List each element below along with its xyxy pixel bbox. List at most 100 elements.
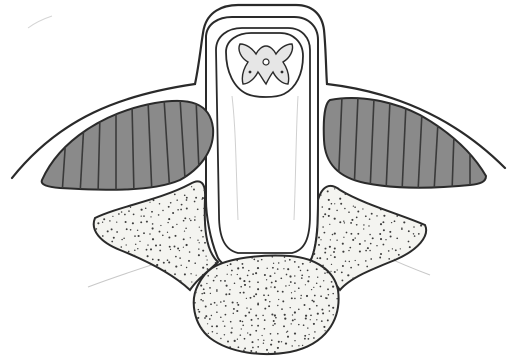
- bone-stipple-dot: [317, 313, 319, 315]
- bone-stipple-dot: [138, 235, 140, 237]
- bone-stipple-dot: [239, 320, 241, 322]
- bone-stipple-dot: [257, 288, 259, 290]
- spinal-cord: [226, 33, 303, 97]
- bone-stipple-dot: [215, 262, 217, 264]
- bone-stipple-dot: [334, 188, 335, 189]
- bone-stipple-dot: [357, 233, 359, 235]
- bone-stipple-dot: [190, 340, 192, 342]
- bone-stipple-dot: [116, 221, 117, 222]
- bone-stipple-dot: [160, 225, 161, 226]
- bone-stipple-dot: [112, 265, 114, 267]
- bone-stipple-dot: [118, 213, 120, 215]
- bone-stipple-dot: [317, 349, 319, 351]
- bone-stipple-dot: [121, 246, 123, 248]
- bone-stipple-dot: [274, 286, 276, 288]
- bone-stipple-dot: [324, 213, 326, 215]
- bone-stipple-dot: [418, 272, 420, 274]
- bone-stipple-dot: [413, 233, 414, 234]
- bone-stipple-dot: [284, 256, 285, 257]
- bone-stipple-dot: [253, 259, 255, 261]
- bone-stipple-dot: [243, 280, 245, 282]
- bone-stipple-dot: [103, 218, 105, 220]
- bone-stipple-dot: [146, 221, 148, 223]
- bone-stipple-dot: [426, 255, 428, 257]
- left-paraspinal-muscle: [42, 98, 213, 195]
- bone-stipple-dot: [175, 256, 177, 258]
- bone-stipple-dot: [210, 303, 212, 305]
- bone-stipple-dot: [395, 249, 397, 251]
- bone-stipple-dot: [359, 243, 361, 245]
- bone-stipple-dot: [350, 267, 352, 269]
- bone-stipple-dot: [203, 358, 204, 359]
- bone-stipple-dot: [356, 224, 358, 226]
- bone-stipple-dot: [326, 258, 328, 260]
- bone-stipple-dot: [255, 351, 257, 353]
- bone-stipple-dot: [283, 268, 284, 269]
- bone-stipple-dot: [369, 234, 371, 236]
- bone-stipple-dot: [209, 287, 211, 289]
- bone-stipple-dot: [383, 229, 385, 231]
- bone-stipple-dot: [257, 267, 259, 269]
- bone-stipple-dot: [230, 332, 232, 334]
- bone-stipple-dot: [201, 293, 203, 295]
- bone-stipple-dot: [388, 258, 390, 260]
- bone-stipple-dot: [109, 192, 110, 193]
- bone-stipple-dot: [152, 259, 154, 261]
- bone-stipple-dot: [389, 231, 391, 233]
- bone-stipple-dot: [363, 228, 364, 229]
- bone-stipple-dot: [229, 289, 230, 290]
- bone-stipple-dot: [197, 359, 199, 361]
- bone-stipple-dot: [248, 312, 250, 314]
- bone-stipple-dot: [233, 308, 235, 310]
- bone-stipple-dot: [369, 218, 371, 220]
- bone-stipple-dot: [344, 208, 346, 210]
- bone-stipple-dot: [107, 230, 109, 232]
- bone-stipple-dot: [143, 232, 145, 234]
- bone-stipple-dot: [170, 249, 171, 250]
- bone-stipple-dot: [314, 295, 316, 297]
- bone-stipple-dot: [195, 349, 197, 351]
- bone-stipple-dot: [269, 275, 271, 277]
- bone-stipple-dot: [425, 277, 427, 279]
- bone-stipple-dot: [186, 197, 188, 199]
- bone-stipple-dot: [382, 221, 384, 223]
- bone-stipple-dot: [194, 201, 196, 203]
- bone-stipple-dot: [232, 359, 234, 361]
- bone-stipple-dot: [417, 296, 418, 297]
- bone-stipple-dot: [220, 338, 221, 339]
- bone-stipple-dot: [233, 313, 234, 314]
- bone-stipple-dot: [207, 268, 209, 270]
- bone-stipple-dot: [348, 211, 350, 213]
- bone-stipple-dot: [102, 235, 104, 237]
- bone-stipple-dot: [316, 355, 318, 357]
- bone-stipple-dot: [341, 279, 343, 281]
- bone-stipple-dot: [349, 247, 351, 249]
- bone-stipple-dot: [339, 221, 341, 223]
- bone-stipple-dot: [88, 277, 89, 278]
- bone-stipple-dot: [204, 317, 206, 319]
- bone-stipple-dot: [332, 343, 334, 345]
- bone-stipple-dot: [327, 319, 329, 321]
- bone-stipple-dot: [300, 295, 301, 296]
- bone-stipple-dot: [90, 192, 91, 193]
- bone-stipple-dot: [117, 263, 119, 265]
- bone-stipple-dot: [415, 289, 417, 291]
- bone-stipple-dot: [90, 250, 92, 252]
- bone-stipple-dot: [250, 297, 252, 299]
- bone-stipple-dot: [415, 266, 417, 268]
- bone-stipple-dot: [275, 280, 277, 282]
- bone-stipple-dot: [99, 254, 101, 256]
- bone-stipple-dot: [428, 198, 430, 200]
- bone-stipple-dot: [145, 207, 147, 209]
- bone-stipple-dot: [406, 292, 407, 293]
- bone-stipple-dot: [414, 235, 416, 237]
- bone-stipple-dot: [194, 216, 195, 217]
- bone-stipple-dot: [268, 305, 270, 307]
- bone-stipple-dot: [206, 283, 207, 284]
- bone-stipple-dot: [179, 257, 181, 259]
- bone-stipple-dot: [324, 272, 326, 274]
- bone-stipple-dot: [274, 323, 276, 325]
- bone-stipple-dot: [231, 270, 233, 272]
- bone-stipple-dot: [149, 202, 150, 203]
- bone-stipple-dot: [241, 263, 243, 265]
